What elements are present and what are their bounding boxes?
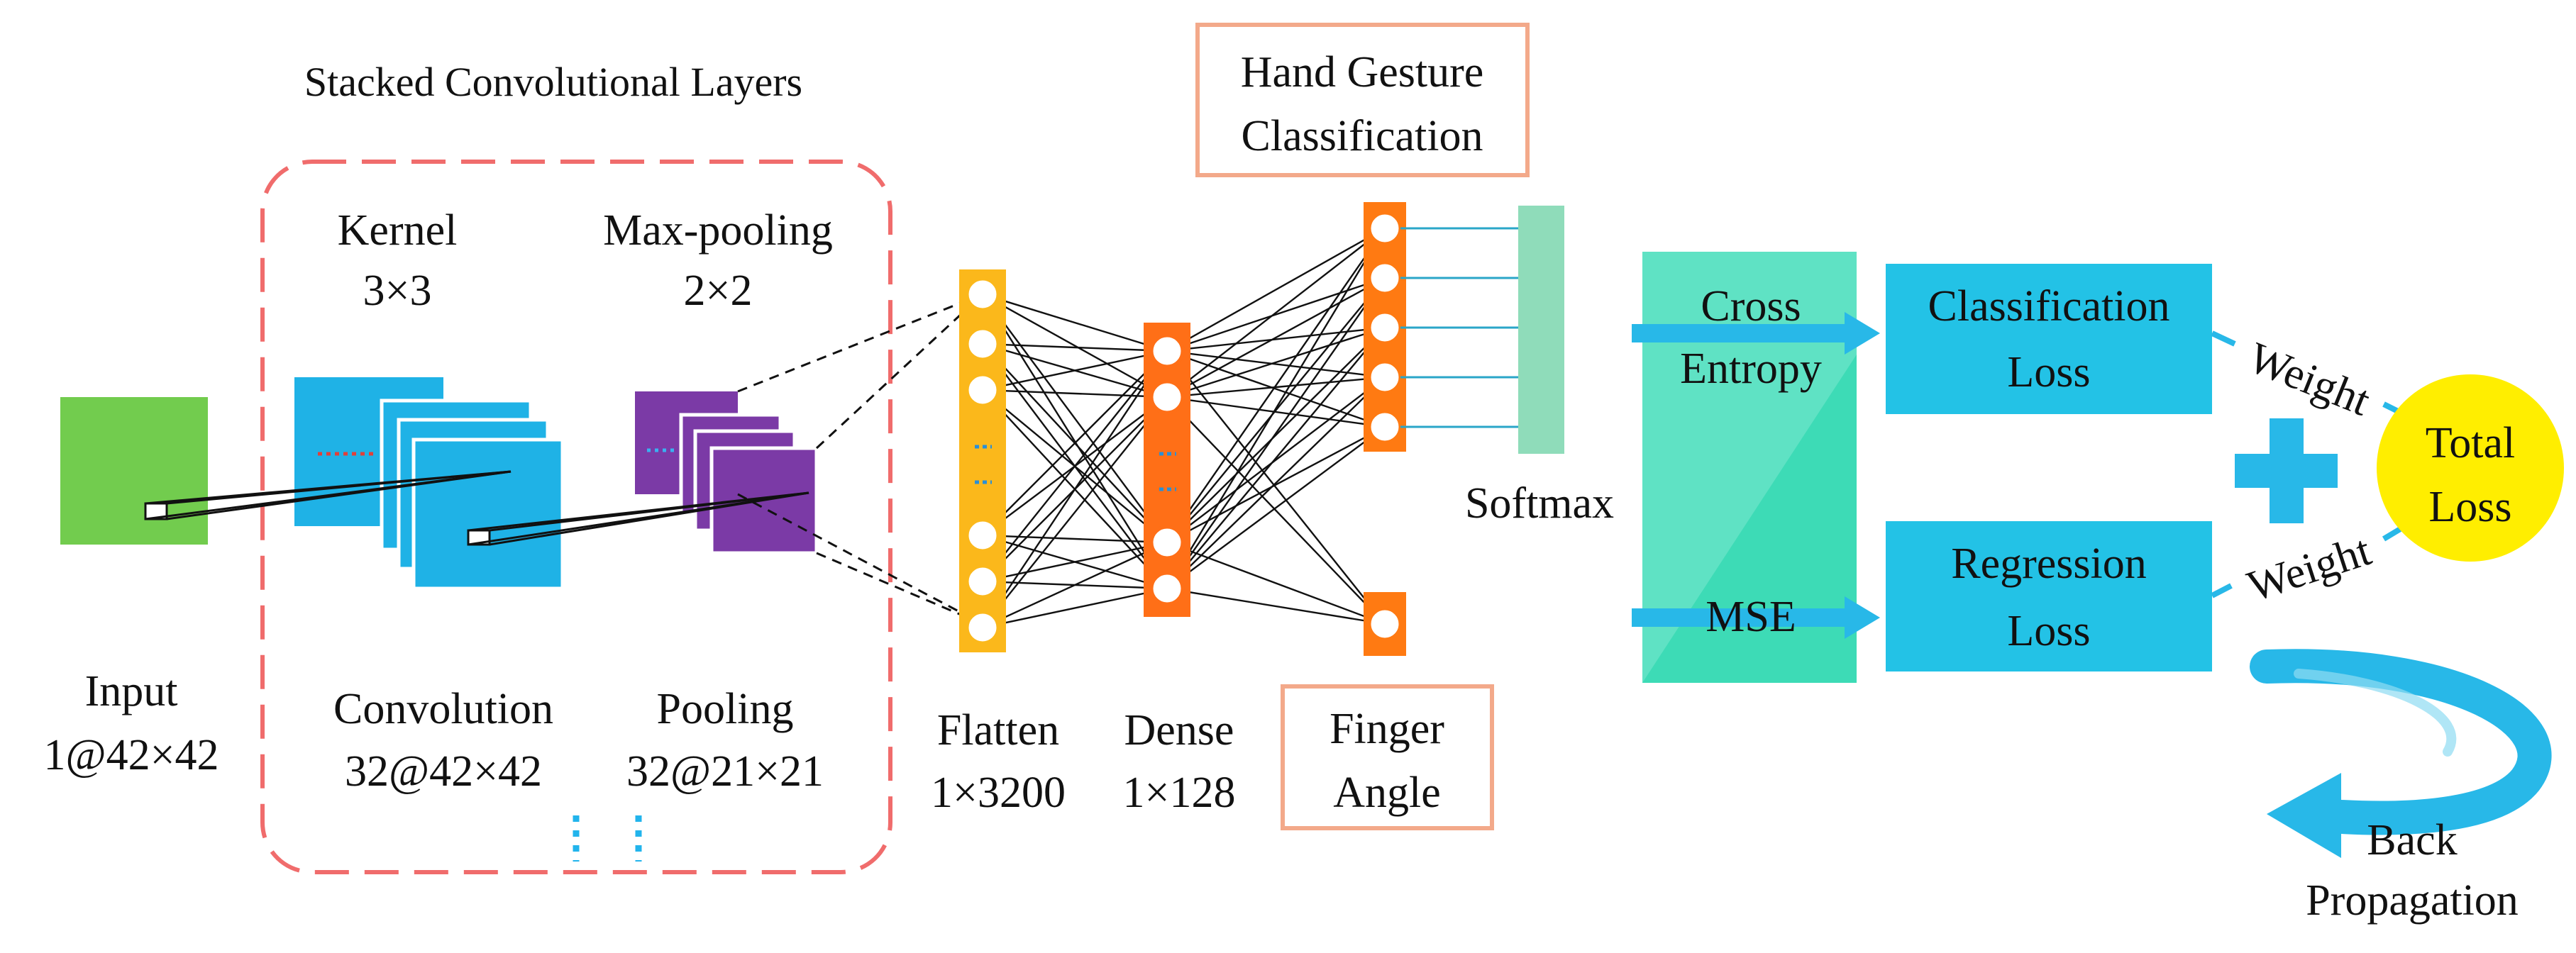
curved-arrow-icon [2250, 649, 2552, 858]
kernel-label-line2: 3×3 [363, 267, 432, 315]
maxpool-label-line2: 2×2 [684, 267, 753, 315]
finger-angle-label-line1: Finger [1330, 705, 1444, 753]
gesture-label-frame [1195, 23, 1530, 177]
cross-entropy-arrow [1632, 312, 1880, 355]
flatten-layer [959, 269, 1006, 652]
flatten-label-line2: 1×3200 [931, 769, 1066, 817]
continuation-dots [573, 815, 642, 862]
mse-label: MSE [1706, 593, 1796, 641]
classification-loss-label-line1: Classification [1928, 282, 2170, 330]
regression-loss-label-line2: Loss [2007, 607, 2090, 655]
input-image [60, 397, 208, 545]
maxpool-label-line1: Max-pooling [603, 206, 833, 255]
gesture-label-line1: Hand Gesture [1241, 48, 1484, 96]
classification-output-layer [1364, 202, 1406, 452]
softmax-layer [1518, 206, 1564, 454]
pool-feature-maps [635, 391, 819, 555]
fc-connections [981, 227, 1386, 629]
total-loss-circle [2377, 374, 2564, 562]
total-loss-label-line1: Total [2426, 419, 2516, 467]
finger-angle-label-line2: Angle [1333, 769, 1441, 817]
back-propagation-label-line2: Propagation [2306, 876, 2519, 925]
regression-loss-label-line1: Regression [1951, 540, 2147, 588]
dense-label-line1: Dense [1124, 706, 1234, 754]
classification-loss-label-line2: Loss [2007, 348, 2090, 396]
input-label-line1: Input [85, 667, 178, 715]
classification-loss-box [1886, 264, 2212, 414]
dense-layer [1144, 323, 1190, 617]
pool-label-line2: 32@21×21 [626, 747, 824, 796]
conv-feature-maps [294, 377, 565, 591]
stacked-conv-frame [260, 160, 892, 874]
back-propagation-label-line1: Back [2367, 816, 2457, 864]
pool-label-line1: Pooling [657, 685, 794, 733]
mse-arrow [1632, 596, 1880, 639]
weight-label-top: Weight [2242, 333, 2377, 425]
finger-angle-label-frame [1281, 684, 1494, 830]
dense-label-line2: 1×128 [1123, 769, 1236, 817]
kernel-label-line1: Kernel [338, 206, 458, 255]
receptive-field-lines [144, 293, 984, 625]
input-label-line2: 1@42×42 [43, 731, 219, 779]
conv-label-line1: Convolution [333, 685, 553, 733]
stacked-conv-title: Stacked Convolutional Layers [304, 59, 802, 105]
regression-output-node [1364, 592, 1406, 656]
weight-label-bottom: Weight [2242, 526, 2377, 611]
softmax-label: Softmax [1465, 479, 1614, 528]
plus-icon [2235, 418, 2338, 523]
regression-loss-box [1886, 521, 2212, 671]
total-loss-label-line2: Loss [2428, 483, 2511, 531]
cross-entropy-label-line2: Entropy [1680, 345, 1822, 393]
flatten-label-line1: Flatten [937, 706, 1059, 754]
softmax-connections [1400, 227, 1518, 428]
gesture-label-line2: Classification [1242, 112, 1483, 160]
conv-label-line2: 32@42×42 [345, 747, 542, 796]
loss-panel-sheen [1642, 252, 1857, 683]
cross-entropy-label-line1: Cross [1701, 282, 1801, 330]
